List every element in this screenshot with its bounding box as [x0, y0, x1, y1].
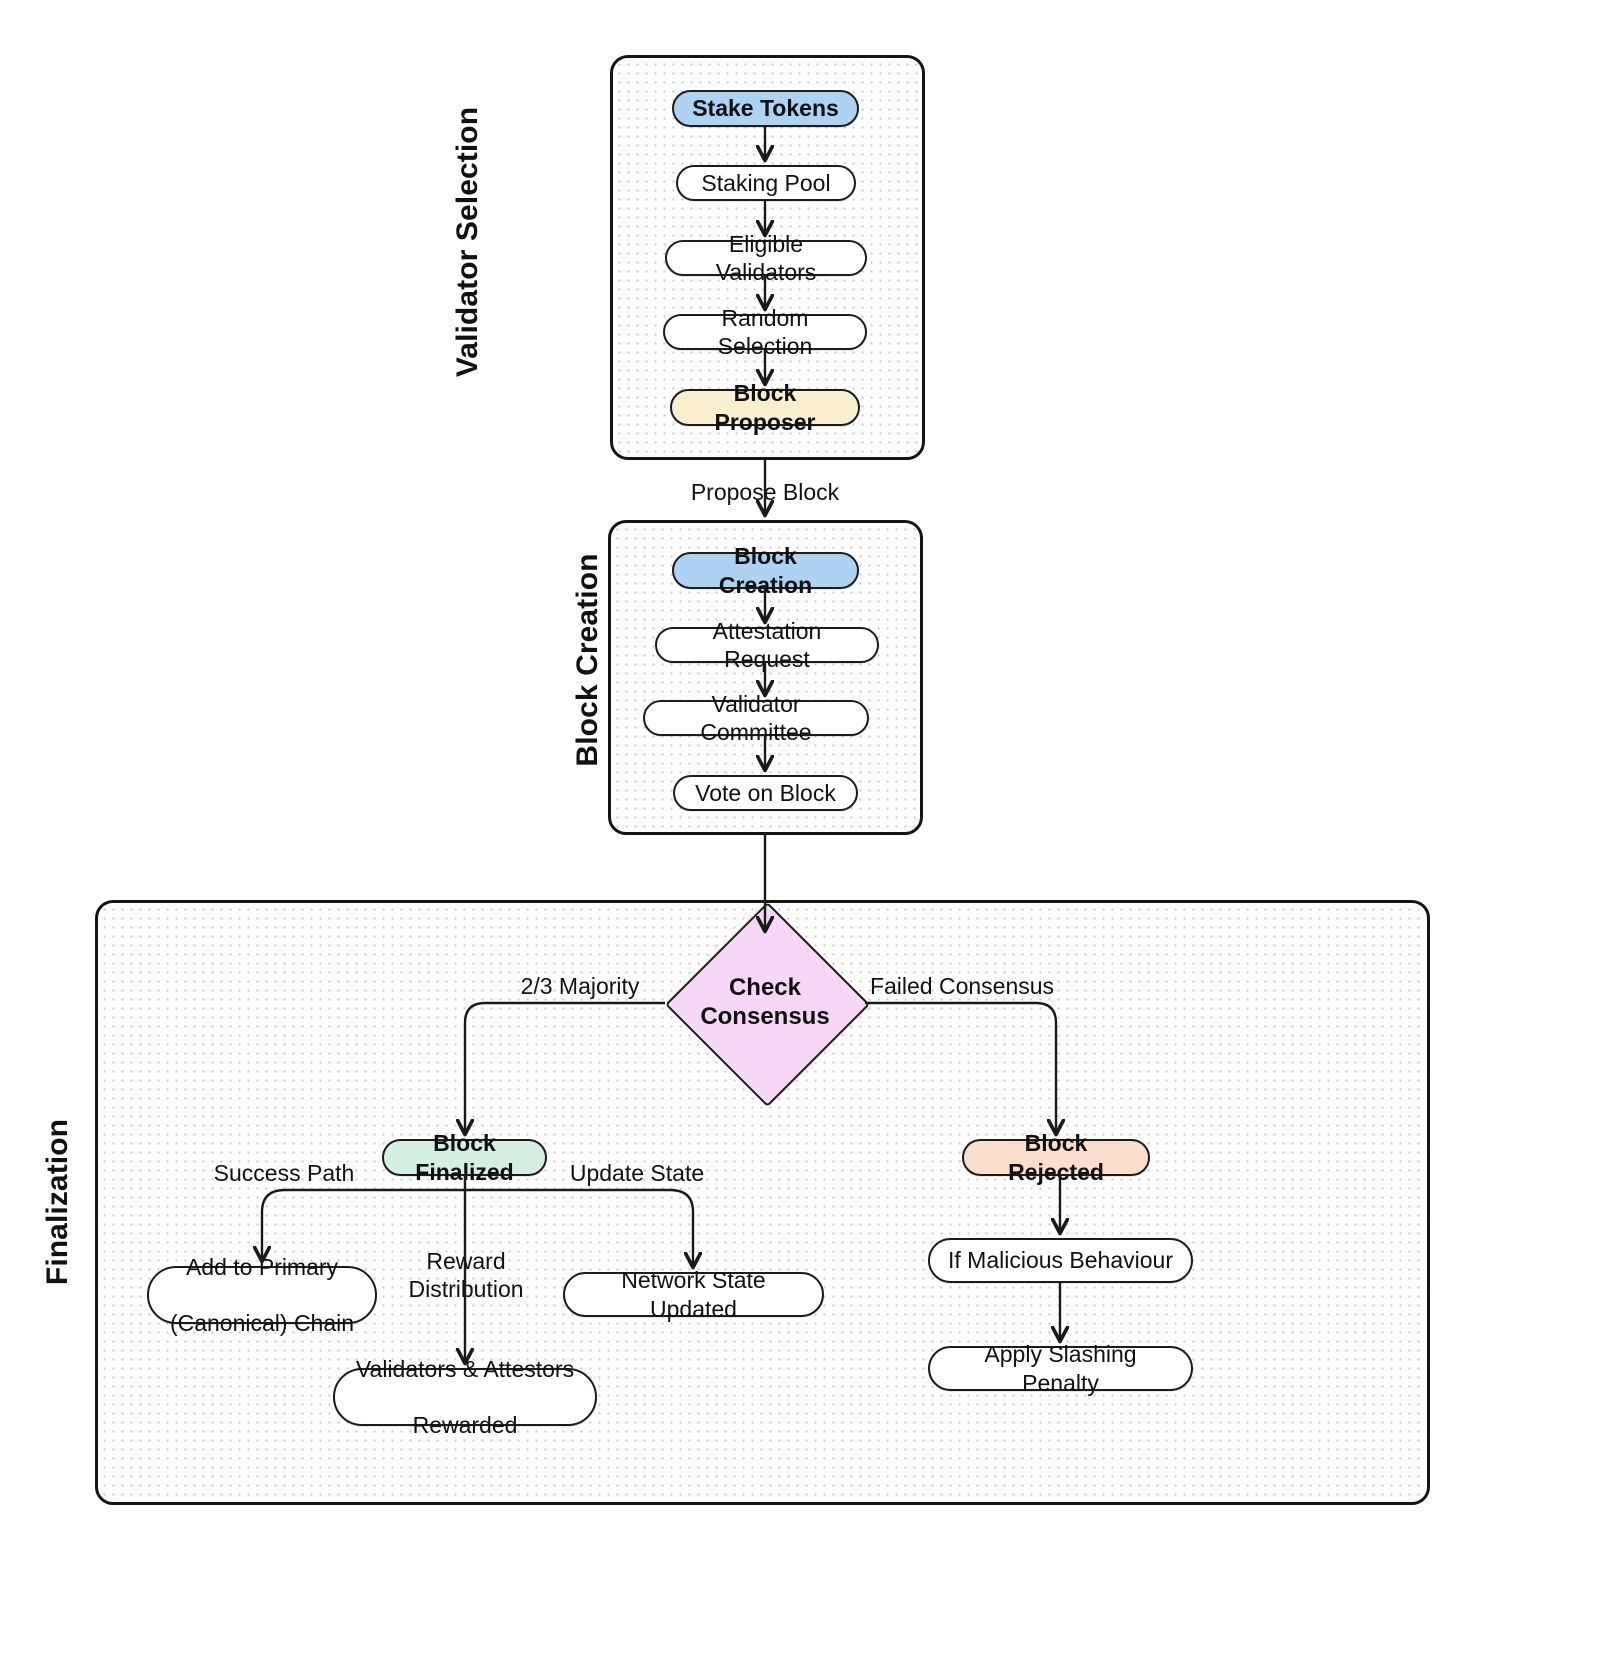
edge-label-propose-block: Propose Block	[690, 479, 840, 505]
validators-rewarded-text: Validators & Attestors Rewarded	[355, 1355, 575, 1439]
node-block-proposer: Block Proposer	[670, 380, 860, 435]
node-block-finalized: Block Finalized	[382, 1130, 547, 1185]
subgraph-finalization-label: Finalization	[41, 1118, 74, 1286]
node-if-malicious-behaviour: If Malicious Behaviour	[928, 1238, 1193, 1283]
node-network-state-updated: Network State Updated	[563, 1267, 824, 1322]
node-attestation-request: Attestation Request	[655, 618, 879, 672]
node-block-rejected: Block Rejected	[962, 1130, 1150, 1185]
node-stake-tokens: Stake Tokens	[672, 90, 859, 127]
node-check-consensus: Check Consensus	[664, 901, 870, 1108]
node-block-creation: Block Creation	[672, 543, 859, 598]
check-consensus-label: Check Consensus	[700, 973, 830, 1030]
node-validator-committee: Validator Committee	[643, 691, 869, 745]
edge-label-update-state: Update State	[569, 1160, 705, 1186]
edge-label-failed-consensus: Failed Consensus	[869, 973, 1055, 999]
node-staking-pool: Staking Pool	[676, 165, 856, 201]
edge-label-reward-distribution: Reward Distribution	[408, 1248, 524, 1302]
add-to-primary-text: Add to Primary (Canonical) Chain	[169, 1253, 355, 1337]
node-vote-on-block: Vote on Block	[673, 775, 858, 811]
edge-label-success-path: Success Path	[213, 1160, 355, 1186]
node-eligible-validators: Eligible Validators	[665, 231, 867, 285]
node-add-to-primary-chain: Add to Primary (Canonical) Chain	[147, 1254, 377, 1336]
subgraph-block-creation-label: Block Creation	[571, 553, 604, 767]
node-apply-slashing-penalty: Apply Slashing Penalty	[928, 1341, 1193, 1396]
subgraph-validator-selection-label: Validator Selection	[451, 106, 484, 378]
node-random-selection: Random Selection	[663, 305, 867, 359]
edge-label-two-thirds-majority: 2/3 Majority	[520, 973, 640, 999]
node-validators-attestors-rewarded: Validators & Attestors Rewarded	[333, 1356, 597, 1438]
